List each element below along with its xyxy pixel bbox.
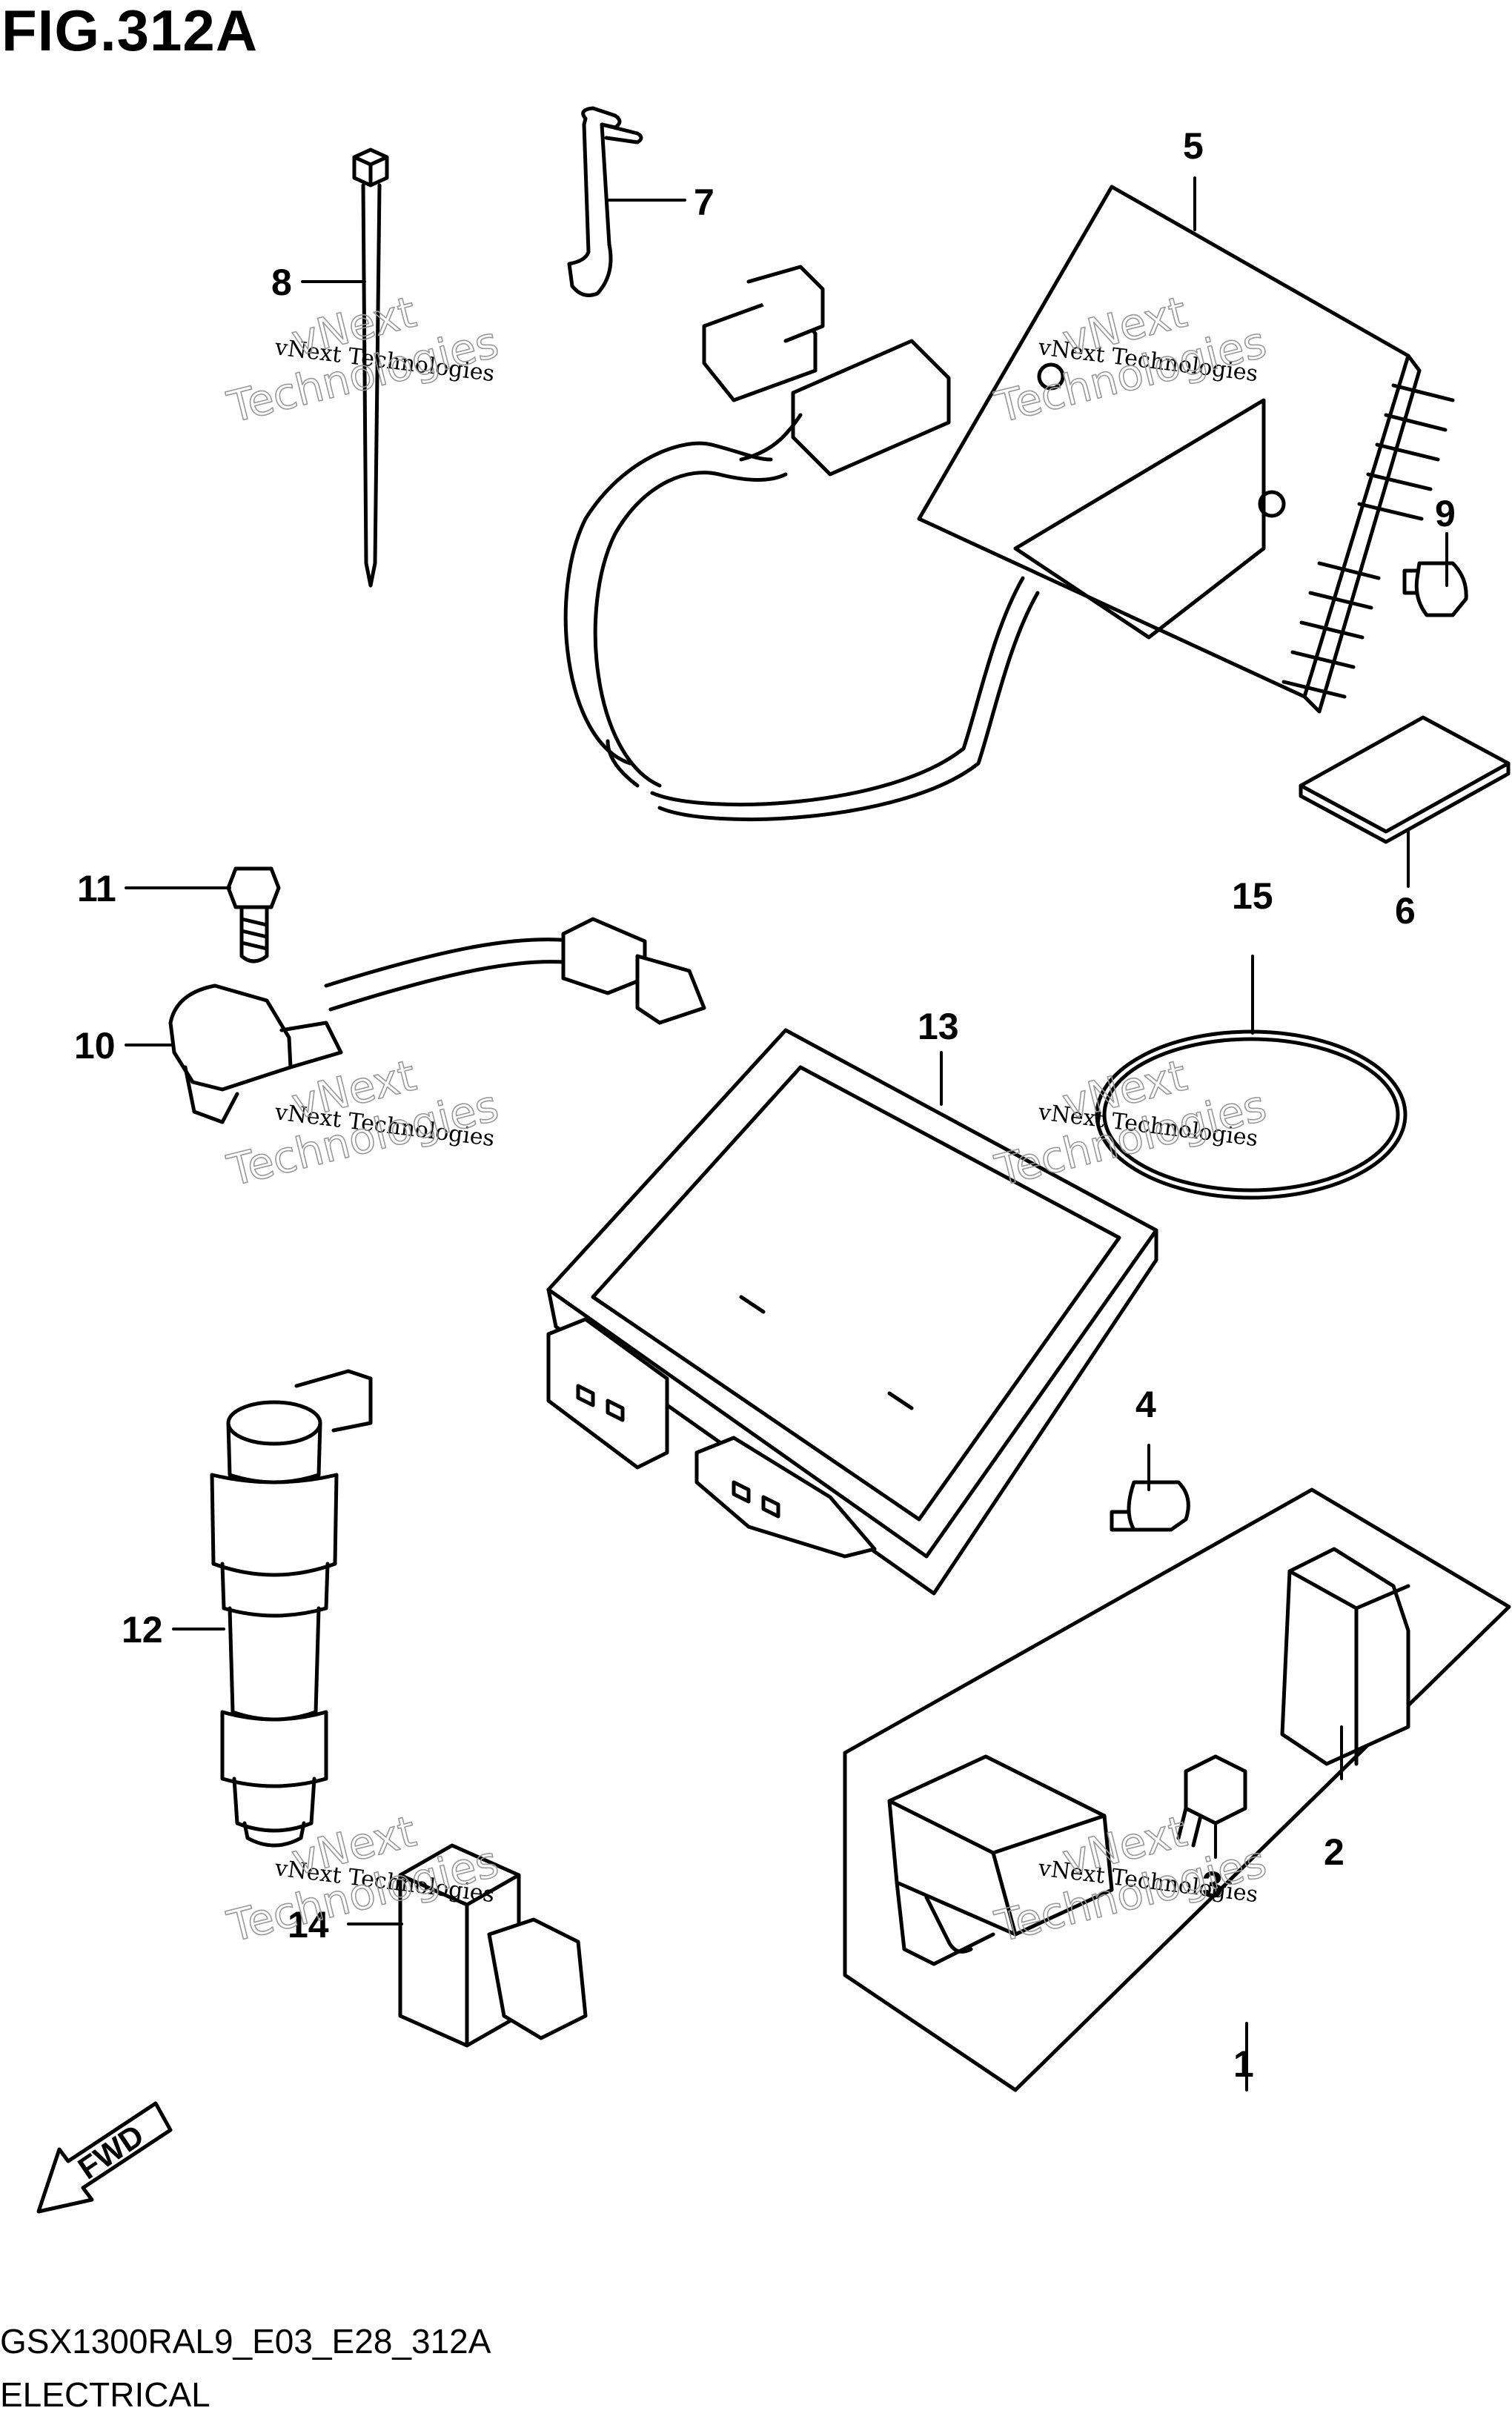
callout-14: 14 bbox=[288, 1904, 329, 1945]
clamp-part-7 bbox=[567, 106, 643, 297]
watermark-4: vNext Technologies Technologies vNext bbox=[989, 1049, 1272, 1197]
sensor-part-10 bbox=[168, 917, 706, 1124]
callout-8: 8 bbox=[271, 262, 292, 303]
callout-1: 1 bbox=[1233, 2043, 1254, 2085]
callout-2: 2 bbox=[1324, 1831, 1344, 1873]
callout-12: 12 bbox=[122, 1609, 163, 1651]
cable-tie-part-8 bbox=[352, 147, 389, 588]
relay-assembly-part-1 bbox=[843, 1487, 1511, 2092]
callout-6: 6 bbox=[1395, 890, 1416, 932]
callout-13: 13 bbox=[918, 1006, 959, 1047]
section-name: ELECTRICAL bbox=[0, 2375, 210, 2414]
callout-11: 11 bbox=[77, 868, 116, 909]
bolt-part-4 bbox=[1110, 1480, 1190, 1532]
regulator-part-5 bbox=[563, 185, 1455, 822]
leader-lines bbox=[125, 176, 1448, 2091]
pad-part-6 bbox=[1299, 715, 1511, 844]
figure-title: FIG.312A bbox=[1, 0, 259, 63]
ignition-coil-part-12 bbox=[210, 1369, 373, 1848]
ecm-part-13 bbox=[546, 1028, 1158, 1596]
callout-10: 10 bbox=[74, 1025, 116, 1066]
bolt-part-9 bbox=[1402, 561, 1468, 617]
callout-numbers: 1 2 3 4 5 6 7 8 9 10 11 12 13 14 15 bbox=[74, 125, 1456, 2085]
connector-part-14 bbox=[398, 1843, 588, 2048]
callout-9: 9 bbox=[1435, 493, 1456, 534]
bolt-part-11 bbox=[226, 866, 281, 963]
callout-5: 5 bbox=[1183, 125, 1204, 167]
callout-15: 15 bbox=[1232, 875, 1273, 917]
model-code: GSX1300RAL9_E03_E28_312A bbox=[0, 2322, 491, 2361]
watermark-1: vNext Technologies Technologies vNext bbox=[222, 286, 504, 434]
callout-3: 3 bbox=[1202, 1864, 1223, 1905]
callout-7: 7 bbox=[694, 182, 714, 223]
fwd-arrow: FWD bbox=[36, 2101, 173, 2214]
callout-4: 4 bbox=[1135, 1384, 1156, 1425]
